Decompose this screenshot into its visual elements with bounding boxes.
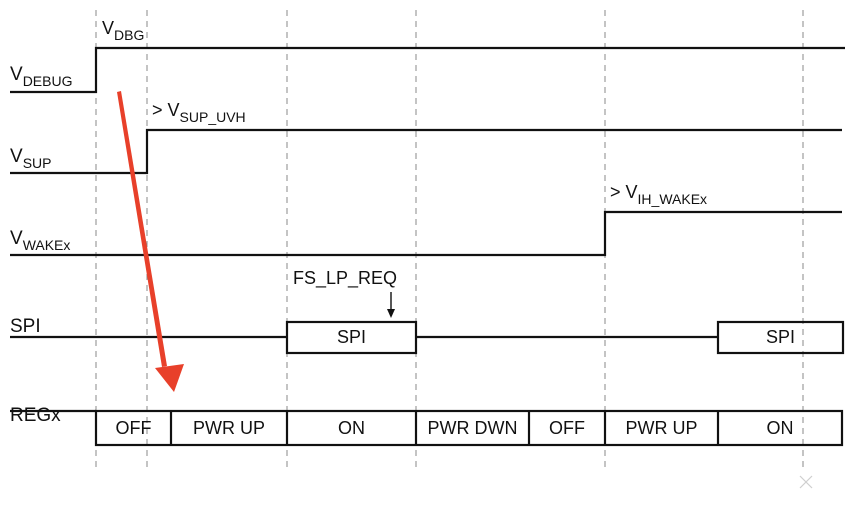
signal-label-spi: SPI xyxy=(10,316,41,337)
spi-box-2 xyxy=(716,320,845,355)
signal-label-vdebug-sub: DEBUG xyxy=(23,73,73,89)
arrow-down-icon xyxy=(387,292,395,318)
signal-label-vwakex-main: V xyxy=(10,228,23,249)
signal-label-vsup: VSUP xyxy=(10,146,51,171)
regx-state-on: ON xyxy=(338,418,365,438)
annotation-vih-wakex-prefix: > V xyxy=(610,182,638,202)
sparkle-icon xyxy=(799,475,813,489)
regx-state-on: ON xyxy=(767,418,794,438)
annotation-vsup-uvh-prefix: > V xyxy=(152,100,180,120)
regx-row xyxy=(94,409,844,447)
regx-state-pwr-dwn: PWR DWN xyxy=(428,418,518,438)
regx-state-pwr-up: PWR UP xyxy=(193,418,265,438)
regx-state-off: OFF xyxy=(116,418,152,438)
waveform-vdebug xyxy=(10,46,845,94)
annotation-vdbg: VDBG xyxy=(102,18,144,43)
signal-label-vwakex: VWAKEx xyxy=(10,228,70,253)
waveform-vsup xyxy=(10,128,842,175)
signal-label-vdebug-main: V xyxy=(10,64,23,85)
waveform-vwakex xyxy=(10,210,842,257)
signal-label-vdebug: VDEBUG xyxy=(10,64,72,89)
red-arrow-icon xyxy=(117,91,184,392)
reference-gridlines xyxy=(95,10,804,470)
signal-label-regx: REGx xyxy=(10,405,61,426)
signal-label-vwakex-sub: WAKEx xyxy=(23,237,71,253)
annotation-vdbg-sub: DBG xyxy=(114,27,144,43)
regx-state-off: OFF xyxy=(549,418,585,438)
annotation-fs-lp-req: FS_LP_REQ xyxy=(293,268,397,289)
annotation-vsup-uvh: > VSUP_UVH xyxy=(152,100,246,125)
spi-box-1-label: SPI xyxy=(337,327,366,347)
signal-label-vsup-sub: SUP xyxy=(23,155,52,171)
regx-state-pwr-up: PWR UP xyxy=(626,418,698,438)
spi-box-2-label: SPI xyxy=(766,327,795,347)
annotation-vih-wakex: > VIH_WAKEx xyxy=(610,182,707,207)
annotation-vih-wakex-sub: IH_WAKEx xyxy=(638,191,708,207)
annotation-vdbg-prefix: V xyxy=(102,18,114,38)
annotation-vsup-uvh-sub: SUP_UVH xyxy=(180,109,246,125)
signal-label-vsup-main: V xyxy=(10,146,23,167)
waveforms xyxy=(10,46,845,447)
